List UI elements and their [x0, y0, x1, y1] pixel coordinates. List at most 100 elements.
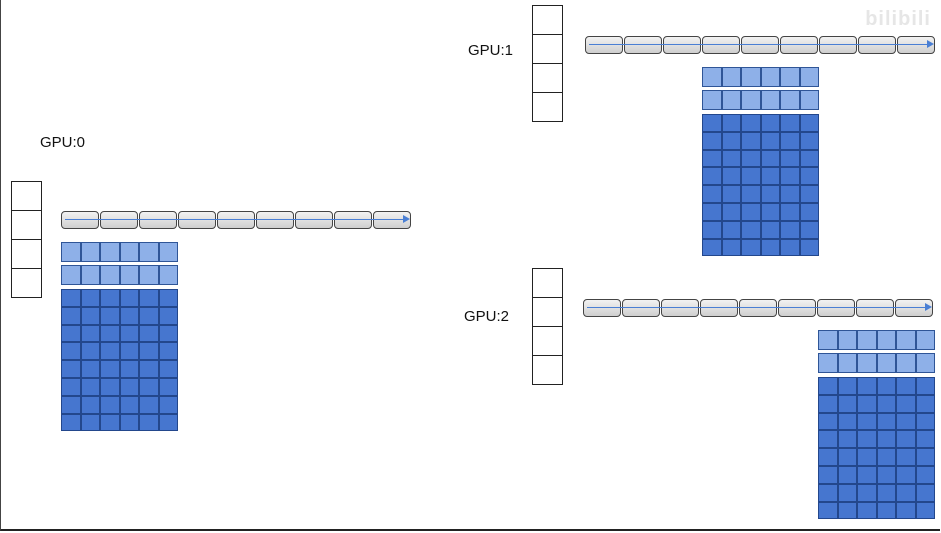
stack-cell: [532, 297, 563, 327]
light-cell: [158, 242, 178, 262]
dark-cell: [760, 185, 780, 203]
gpu1-dark-grid: [702, 114, 819, 257]
dark-cell: [119, 324, 139, 343]
dark-cell: [741, 167, 761, 186]
dark-cell: [119, 289, 139, 307]
dark-cell: [100, 413, 120, 432]
dark-cell: [818, 377, 838, 395]
dark-cell: [741, 149, 761, 168]
gpu0-light-row-2: [61, 265, 178, 285]
light-cell: [780, 67, 800, 87]
gpu2-stack: [532, 268, 563, 385]
gpu2-dark-grid: [818, 377, 935, 520]
stack-cell: [11, 239, 42, 269]
sequence-token: [780, 36, 818, 54]
dark-cell: [119, 306, 139, 325]
dark-cell: [760, 131, 780, 150]
gpu0-stack: [11, 181, 42, 298]
dark-cell: [818, 448, 838, 466]
dark-cell: [80, 413, 100, 432]
watermark-text: bilibili: [865, 8, 931, 30]
dark-cell: [857, 448, 877, 466]
dark-cell: [876, 483, 896, 502]
dark-cell: [61, 306, 81, 325]
dark-cell: [799, 202, 819, 221]
light-cell: [780, 90, 800, 110]
sequence-token: [702, 36, 740, 54]
sequence-token: [819, 36, 857, 54]
dark-cell: [896, 394, 916, 413]
dark-cell: [702, 185, 722, 203]
dark-cell: [760, 167, 780, 186]
dark-cell: [760, 114, 780, 132]
sequence-token: [897, 36, 935, 54]
dark-cell: [837, 377, 857, 395]
dark-cell: [139, 395, 159, 414]
dark-cell: [915, 412, 935, 431]
dark-cell: [702, 131, 722, 150]
dark-cell: [837, 394, 857, 413]
light-cell: [799, 90, 819, 110]
dark-cell: [876, 377, 896, 395]
dark-cell: [876, 501, 896, 520]
dark-cell: [721, 202, 741, 221]
dark-cell: [721, 238, 741, 257]
light-cell: [915, 353, 935, 373]
dark-cell: [158, 306, 178, 325]
dark-cell: [61, 324, 81, 343]
dark-cell: [818, 412, 838, 431]
stack-cell: [532, 92, 563, 122]
dark-cell: [799, 131, 819, 150]
sequence-token: [373, 211, 411, 229]
dark-cell: [915, 465, 935, 484]
dark-cell: [837, 430, 857, 449]
dark-cell: [139, 360, 159, 378]
sequence-token: [624, 36, 662, 54]
sequence-token: [256, 211, 294, 229]
dark-cell: [876, 448, 896, 466]
light-cell: [158, 265, 178, 285]
sequence-token: [700, 299, 738, 317]
dark-cell: [721, 114, 741, 132]
dark-cell: [741, 114, 761, 132]
dark-cell: [100, 395, 120, 414]
light-cell: [100, 242, 120, 262]
stack-cell: [532, 63, 563, 93]
light-cell: [702, 90, 722, 110]
dark-cell: [139, 377, 159, 396]
dark-cell: [119, 413, 139, 432]
dark-cell: [741, 202, 761, 221]
dark-cell: [857, 430, 877, 449]
dark-cell: [837, 412, 857, 431]
dark-cell: [741, 220, 761, 239]
stack-cell: [11, 268, 42, 298]
dark-cell: [857, 465, 877, 484]
dark-cell: [876, 412, 896, 431]
dark-cell: [100, 306, 120, 325]
dark-cell: [818, 483, 838, 502]
dark-cell: [915, 448, 935, 466]
dark-cell: [780, 202, 800, 221]
light-cell: [818, 353, 838, 373]
dark-cell: [139, 306, 159, 325]
dark-cell: [760, 202, 780, 221]
dark-cell: [876, 465, 896, 484]
sequence-token: [100, 211, 138, 229]
stack-cell: [11, 181, 42, 211]
light-cell: [80, 242, 100, 262]
sequence-arrow: [65, 215, 410, 223]
watermark-logo: bilibili: [865, 8, 931, 31]
dark-cell: [780, 149, 800, 168]
light-cell: [61, 242, 81, 262]
light-cell: [896, 330, 916, 350]
dark-cell: [119, 360, 139, 378]
dark-cell: [780, 220, 800, 239]
dark-cell: [818, 465, 838, 484]
light-cell: [139, 242, 159, 262]
dark-cell: [80, 342, 100, 361]
stack-cell: [532, 5, 563, 35]
dark-cell: [80, 395, 100, 414]
light-cell: [857, 330, 877, 350]
dark-cell: [799, 149, 819, 168]
dark-cell: [158, 342, 178, 361]
